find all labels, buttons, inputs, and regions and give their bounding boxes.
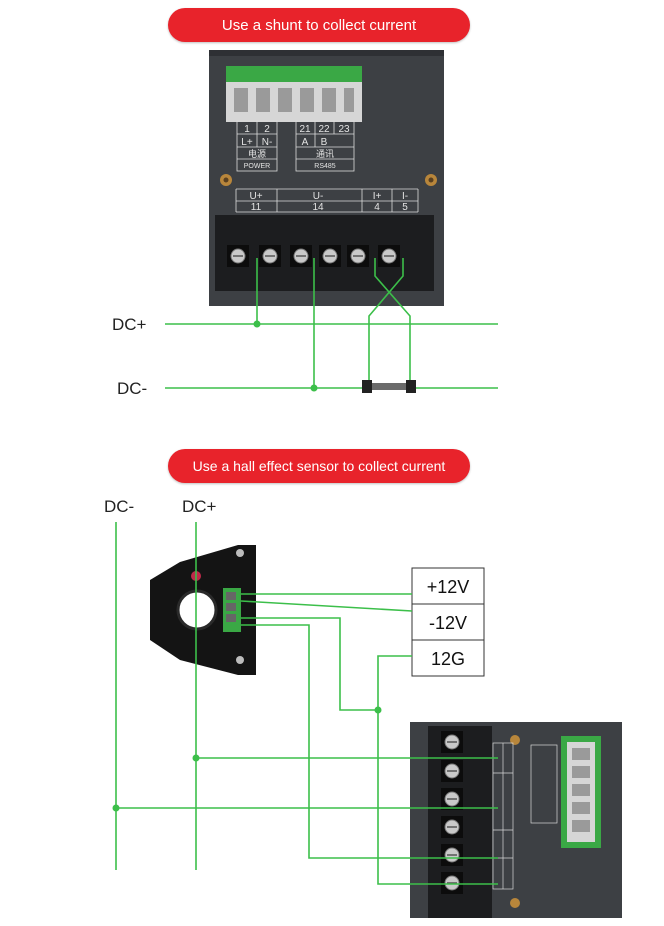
pin-number: 2	[264, 124, 270, 135]
junction-dot	[112, 804, 120, 812]
terminal-signal: U+	[249, 191, 262, 202]
pin-label-table	[236, 120, 355, 172]
mounting-hole-icon	[236, 549, 244, 557]
junction-dot	[253, 320, 261, 328]
screw-icon	[510, 898, 520, 908]
pin-number: 21	[299, 124, 311, 135]
terminal-screws	[227, 245, 400, 267]
pin-signal: L+	[241, 137, 253, 148]
terminal-number: 14	[312, 202, 324, 213]
terminal-signal: I-	[402, 191, 408, 202]
terminal-label-table	[235, 188, 419, 213]
dc-minus-label: DC-	[117, 379, 147, 398]
pin-signal: A	[302, 137, 309, 148]
terminal-number: 4	[374, 202, 380, 213]
mounting-hole-icon	[236, 656, 244, 664]
pin-number: 1	[244, 124, 250, 135]
screw-icon	[510, 735, 520, 745]
comm-cn-label: 通讯	[316, 149, 334, 159]
dc-plus-label: DC+	[182, 497, 217, 516]
shunt-resistor	[362, 380, 416, 393]
dc-plus-label: DC+	[112, 315, 147, 334]
supply-label-plus12v: +12V	[427, 577, 470, 597]
pin-number: 23	[338, 124, 350, 135]
junction-dot	[374, 706, 382, 714]
terminal-signal: I+	[373, 191, 382, 202]
hall-effect-sensor	[150, 545, 256, 675]
shunt-section-title: Use a shunt to collect current	[168, 8, 470, 42]
supply-label-minus12v: -12V	[429, 613, 467, 633]
supply-label-12g: 12G	[431, 649, 465, 669]
junction-dot	[192, 754, 200, 762]
pin-number: 22	[318, 124, 330, 135]
hall-section-title: Use a hall effect sensor to collect curr…	[168, 449, 470, 483]
power-en-label: POWER	[244, 163, 270, 170]
terminal-signal: U-	[313, 191, 324, 202]
pin-signal: N-	[262, 137, 273, 148]
dc-minus-label: DC-	[104, 497, 134, 516]
junction-dot	[310, 384, 318, 392]
pin-signal: B	[321, 137, 328, 148]
power-cn-label: 电源	[248, 148, 266, 159]
power-supply-terminals	[411, 567, 485, 677]
terminal-number: 5	[402, 202, 408, 213]
terminal-number: 11	[251, 202, 262, 213]
comm-en-label: RS485	[314, 163, 336, 170]
